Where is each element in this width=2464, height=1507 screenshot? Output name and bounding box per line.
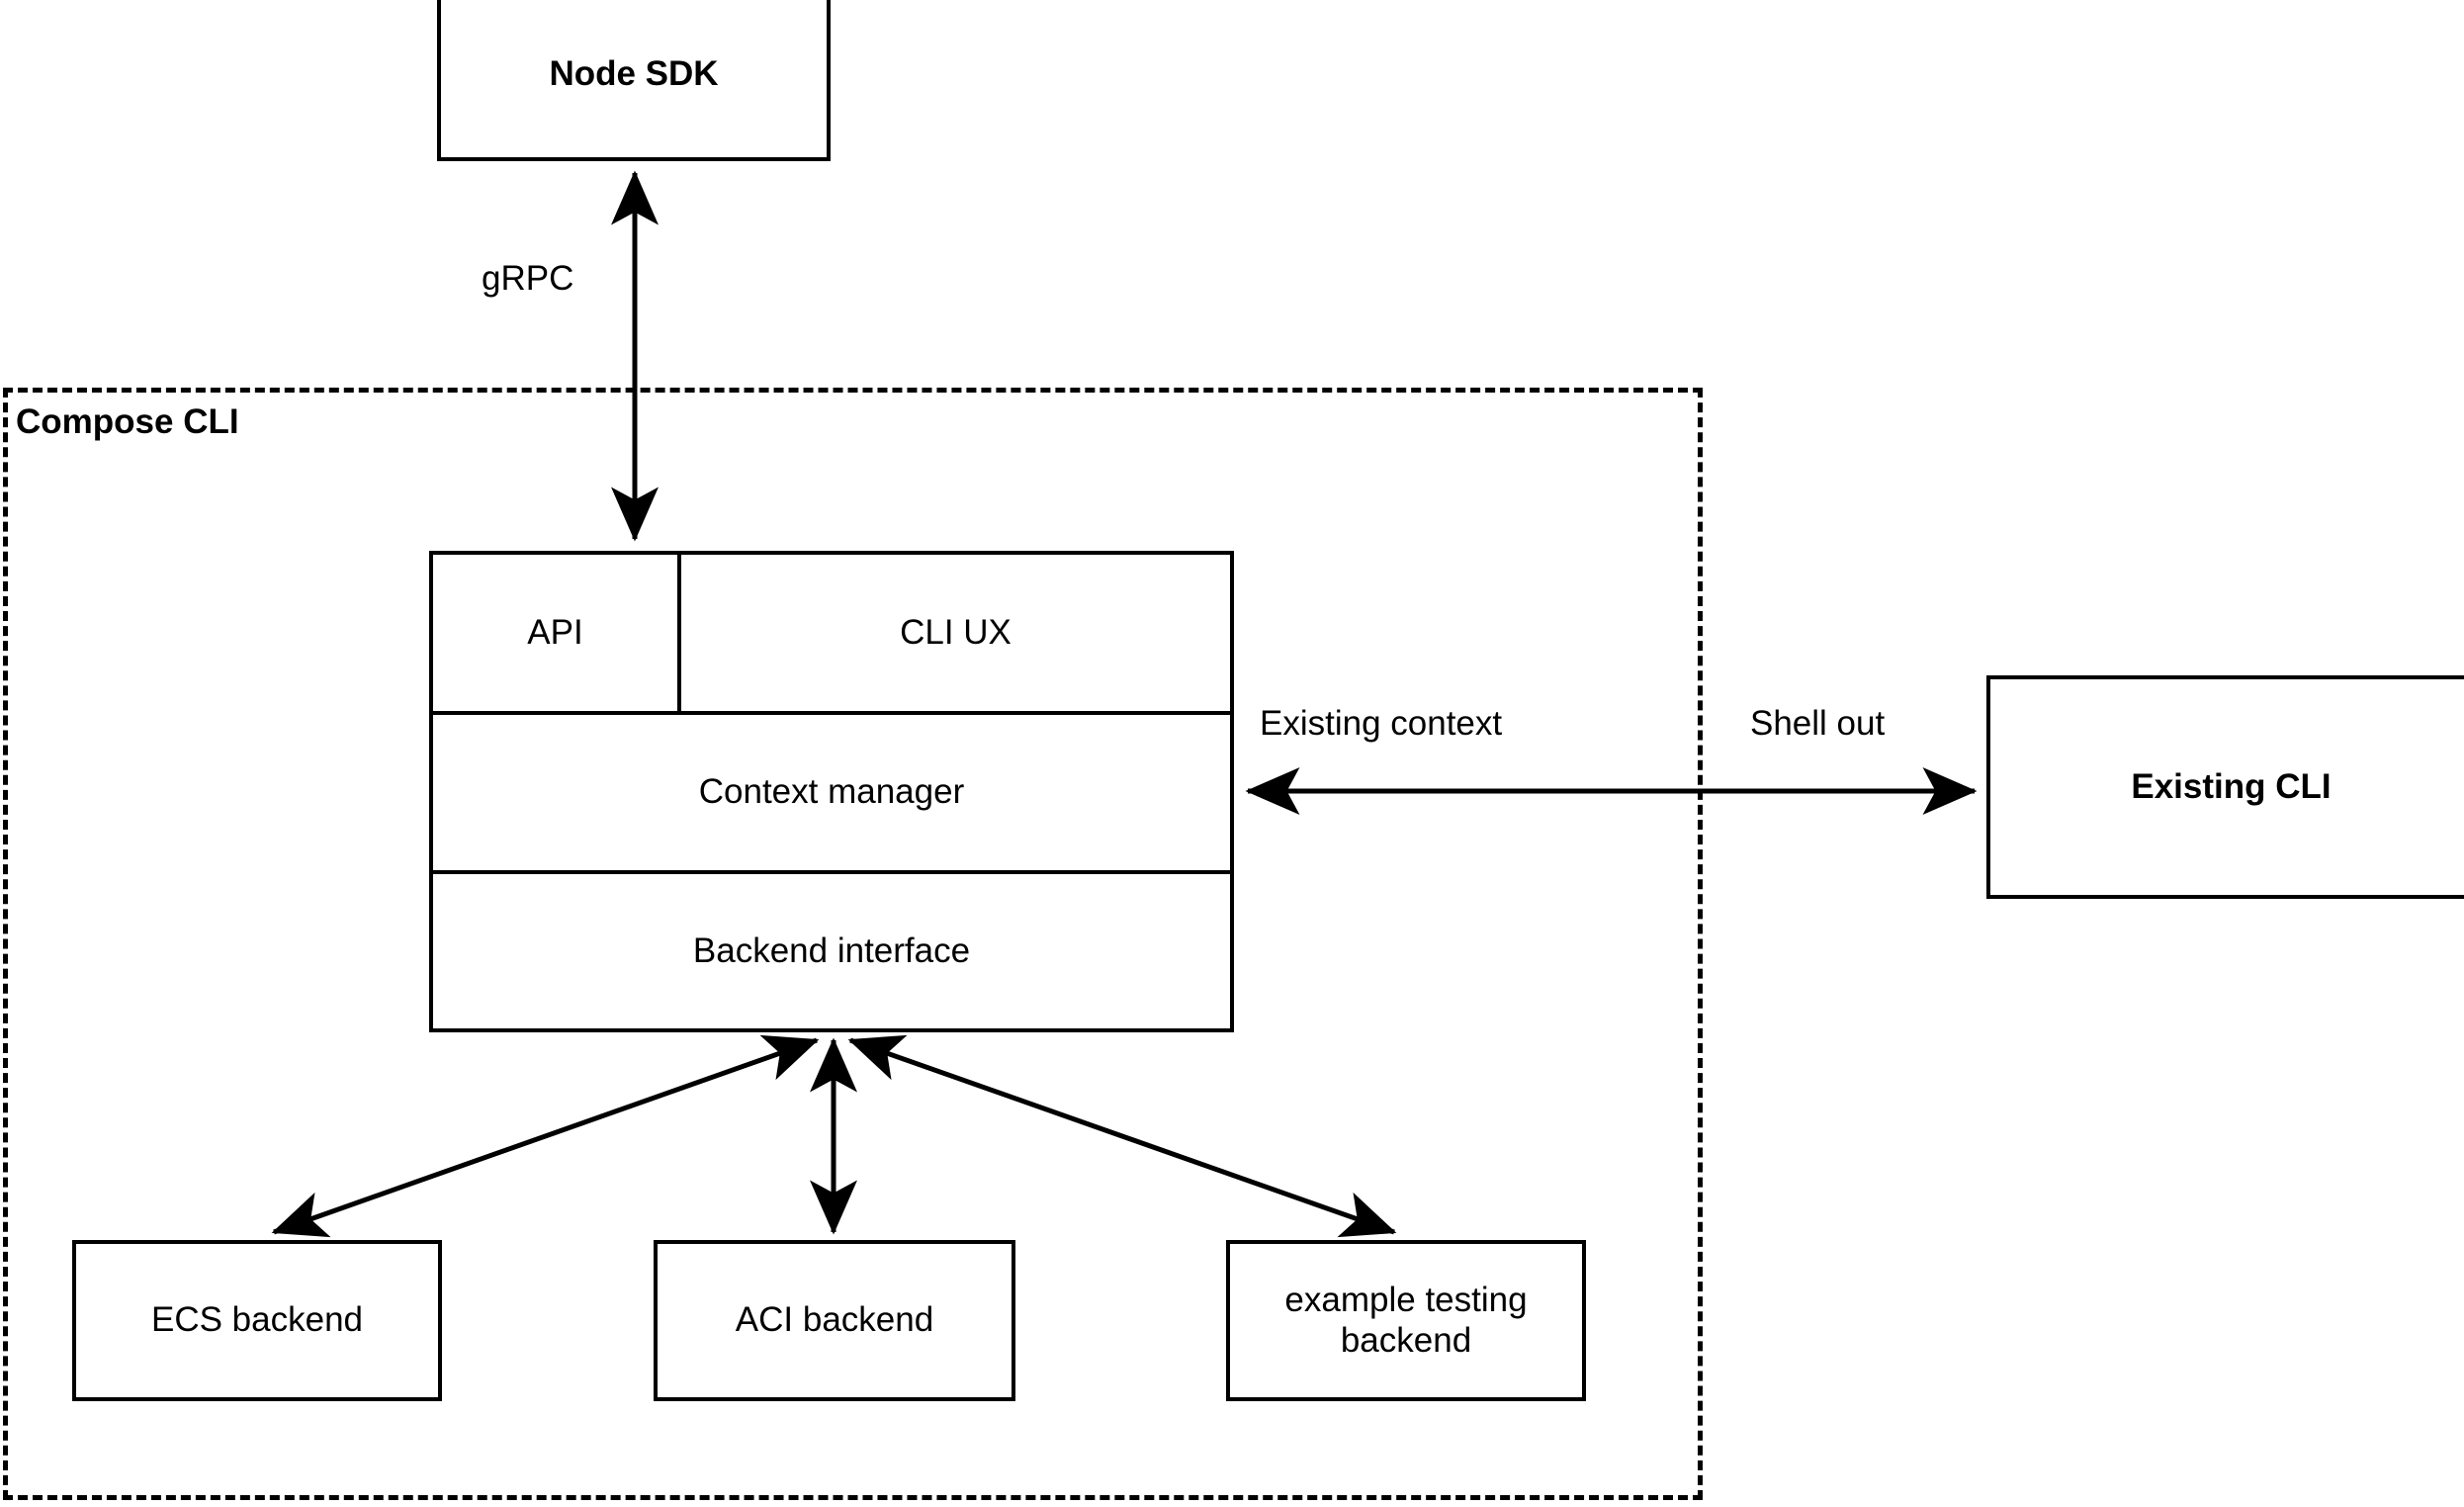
ecs-backend-label: ECS backend	[150, 1300, 364, 1340]
stack-row-context-manager: Context manager	[433, 711, 1230, 870]
stack-cell-cli-ux[interactable]: CLI UX	[677, 555, 1230, 711]
stack-cell-backend-interface[interactable]: Backend interface	[433, 874, 1230, 1028]
stack-cell-api[interactable]: API	[433, 555, 677, 711]
compose-cli-group-boundary	[3, 388, 1703, 1500]
backend-interface-label: Backend interface	[692, 931, 971, 970]
ecs-backend-box[interactable]: ECS backend	[72, 1240, 442, 1401]
edge-backend-to-ecs	[271, 1034, 820, 1238]
example-testing-backend-box[interactable]: example testing backend	[1226, 1240, 1586, 1401]
existing-cli-label: Existing CLI	[2131, 766, 2332, 806]
existing-cli-box[interactable]: Existing CLI	[1986, 675, 2464, 899]
compose-cli-stack: API CLI UX Context manager Backend inter…	[429, 551, 1234, 1032]
example-testing-backend-label: example testing backend	[1284, 1281, 1528, 1360]
cli-ux-label: CLI UX	[900, 612, 1012, 652]
edge-backend-to-example-testing	[847, 1034, 1397, 1238]
shell-out-edge-label: Shell out	[1750, 704, 1886, 743]
stack-row-top: API CLI UX	[433, 555, 1230, 711]
stack-row-backend-interface: Backend interface	[433, 870, 1230, 1028]
node-sdk-box[interactable]: Node SDK	[437, 0, 831, 161]
node-sdk-label: Node SDK	[549, 54, 719, 94]
compose-cli-group-title: Compose CLI	[16, 402, 239, 441]
context-manager-label: Context manager	[698, 772, 965, 812]
aci-backend-label: ACI backend	[735, 1300, 934, 1340]
stack-cell-context-manager[interactable]: Context manager	[433, 715, 1230, 870]
aci-backend-box[interactable]: ACI backend	[654, 1240, 1015, 1401]
existing-context-edge-label: Existing context	[1260, 704, 1503, 743]
api-label: API	[527, 612, 583, 652]
grpc-edge-label: gRPC	[482, 259, 574, 298]
